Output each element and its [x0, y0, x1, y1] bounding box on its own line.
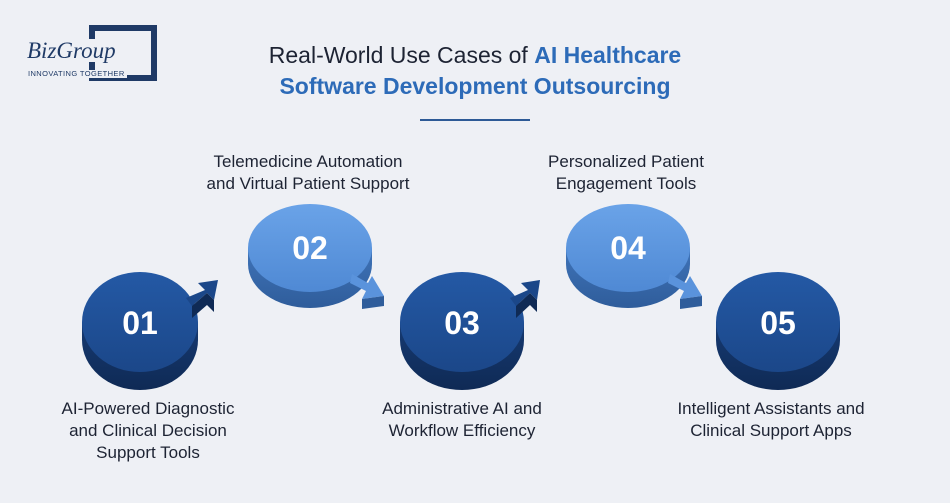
logo-tagline: INNOVATING TOGETHER: [28, 69, 127, 78]
step-04-label: Personalized Patient Engagement Tools: [496, 151, 756, 195]
step-03-disc: 03: [400, 272, 540, 390]
step-05-disc: 05: [716, 272, 840, 390]
step-01-label-line-1: AI-Powered Diagnostic: [61, 399, 235, 418]
step-05-label-line-1: Intelligent Assistants and: [677, 399, 865, 418]
title-line-2: Software Development Outsourcing: [279, 73, 671, 99]
step-01-number: 01: [122, 305, 158, 341]
step-05-number: 05: [760, 305, 796, 341]
step-02-label: Telemedicine Automation and Virtual Pati…: [178, 151, 438, 195]
title-text-highlight: AI Healthcare: [534, 42, 682, 68]
step-04-number: 04: [610, 230, 646, 266]
step-03-label-line-2: Workflow Efficiency: [388, 421, 536, 440]
step-04-label-line-1: Personalized Patient: [548, 152, 704, 171]
step-01-label-line-3: Support Tools: [96, 443, 200, 462]
step-03-number: 03: [444, 305, 480, 341]
title-underline: [420, 119, 530, 121]
step-01-label-line-2: and Clinical Decision: [69, 421, 227, 440]
step-05-label: Intelligent Assistants and Clinical Supp…: [641, 398, 901, 442]
step-02-number: 02: [292, 230, 328, 266]
title-line-1: Real-World Use Cases of AI Healthcare: [0, 40, 950, 71]
page-title: Real-World Use Cases of AI Healthcare So…: [0, 40, 950, 102]
step-02-label-line-2: and Virtual Patient Support: [206, 174, 410, 193]
step-03-label: Administrative AI and Workflow Efficienc…: [332, 398, 592, 442]
title-text-plain: Real-World Use Cases of: [268, 42, 535, 68]
logo-wordmark: BizGroup: [27, 38, 118, 63]
step-01-label: AI-Powered Diagnostic and Clinical Decis…: [18, 398, 278, 464]
step-04-label-line-2: Engagement Tools: [555, 174, 697, 193]
step-04-disc: 04: [566, 204, 702, 309]
step-02-label-line-1: Telemedicine Automation: [213, 152, 403, 171]
step-03-label-line-1: Administrative AI and: [382, 399, 542, 418]
bizgroup-logo: BizGroup INNOVATING TOGETHER: [25, 25, 160, 83]
step-05-label-line-2: Clinical Support Apps: [690, 421, 852, 440]
step-01-disc: 01: [82, 272, 218, 390]
step-02-disc: 02: [248, 204, 384, 309]
